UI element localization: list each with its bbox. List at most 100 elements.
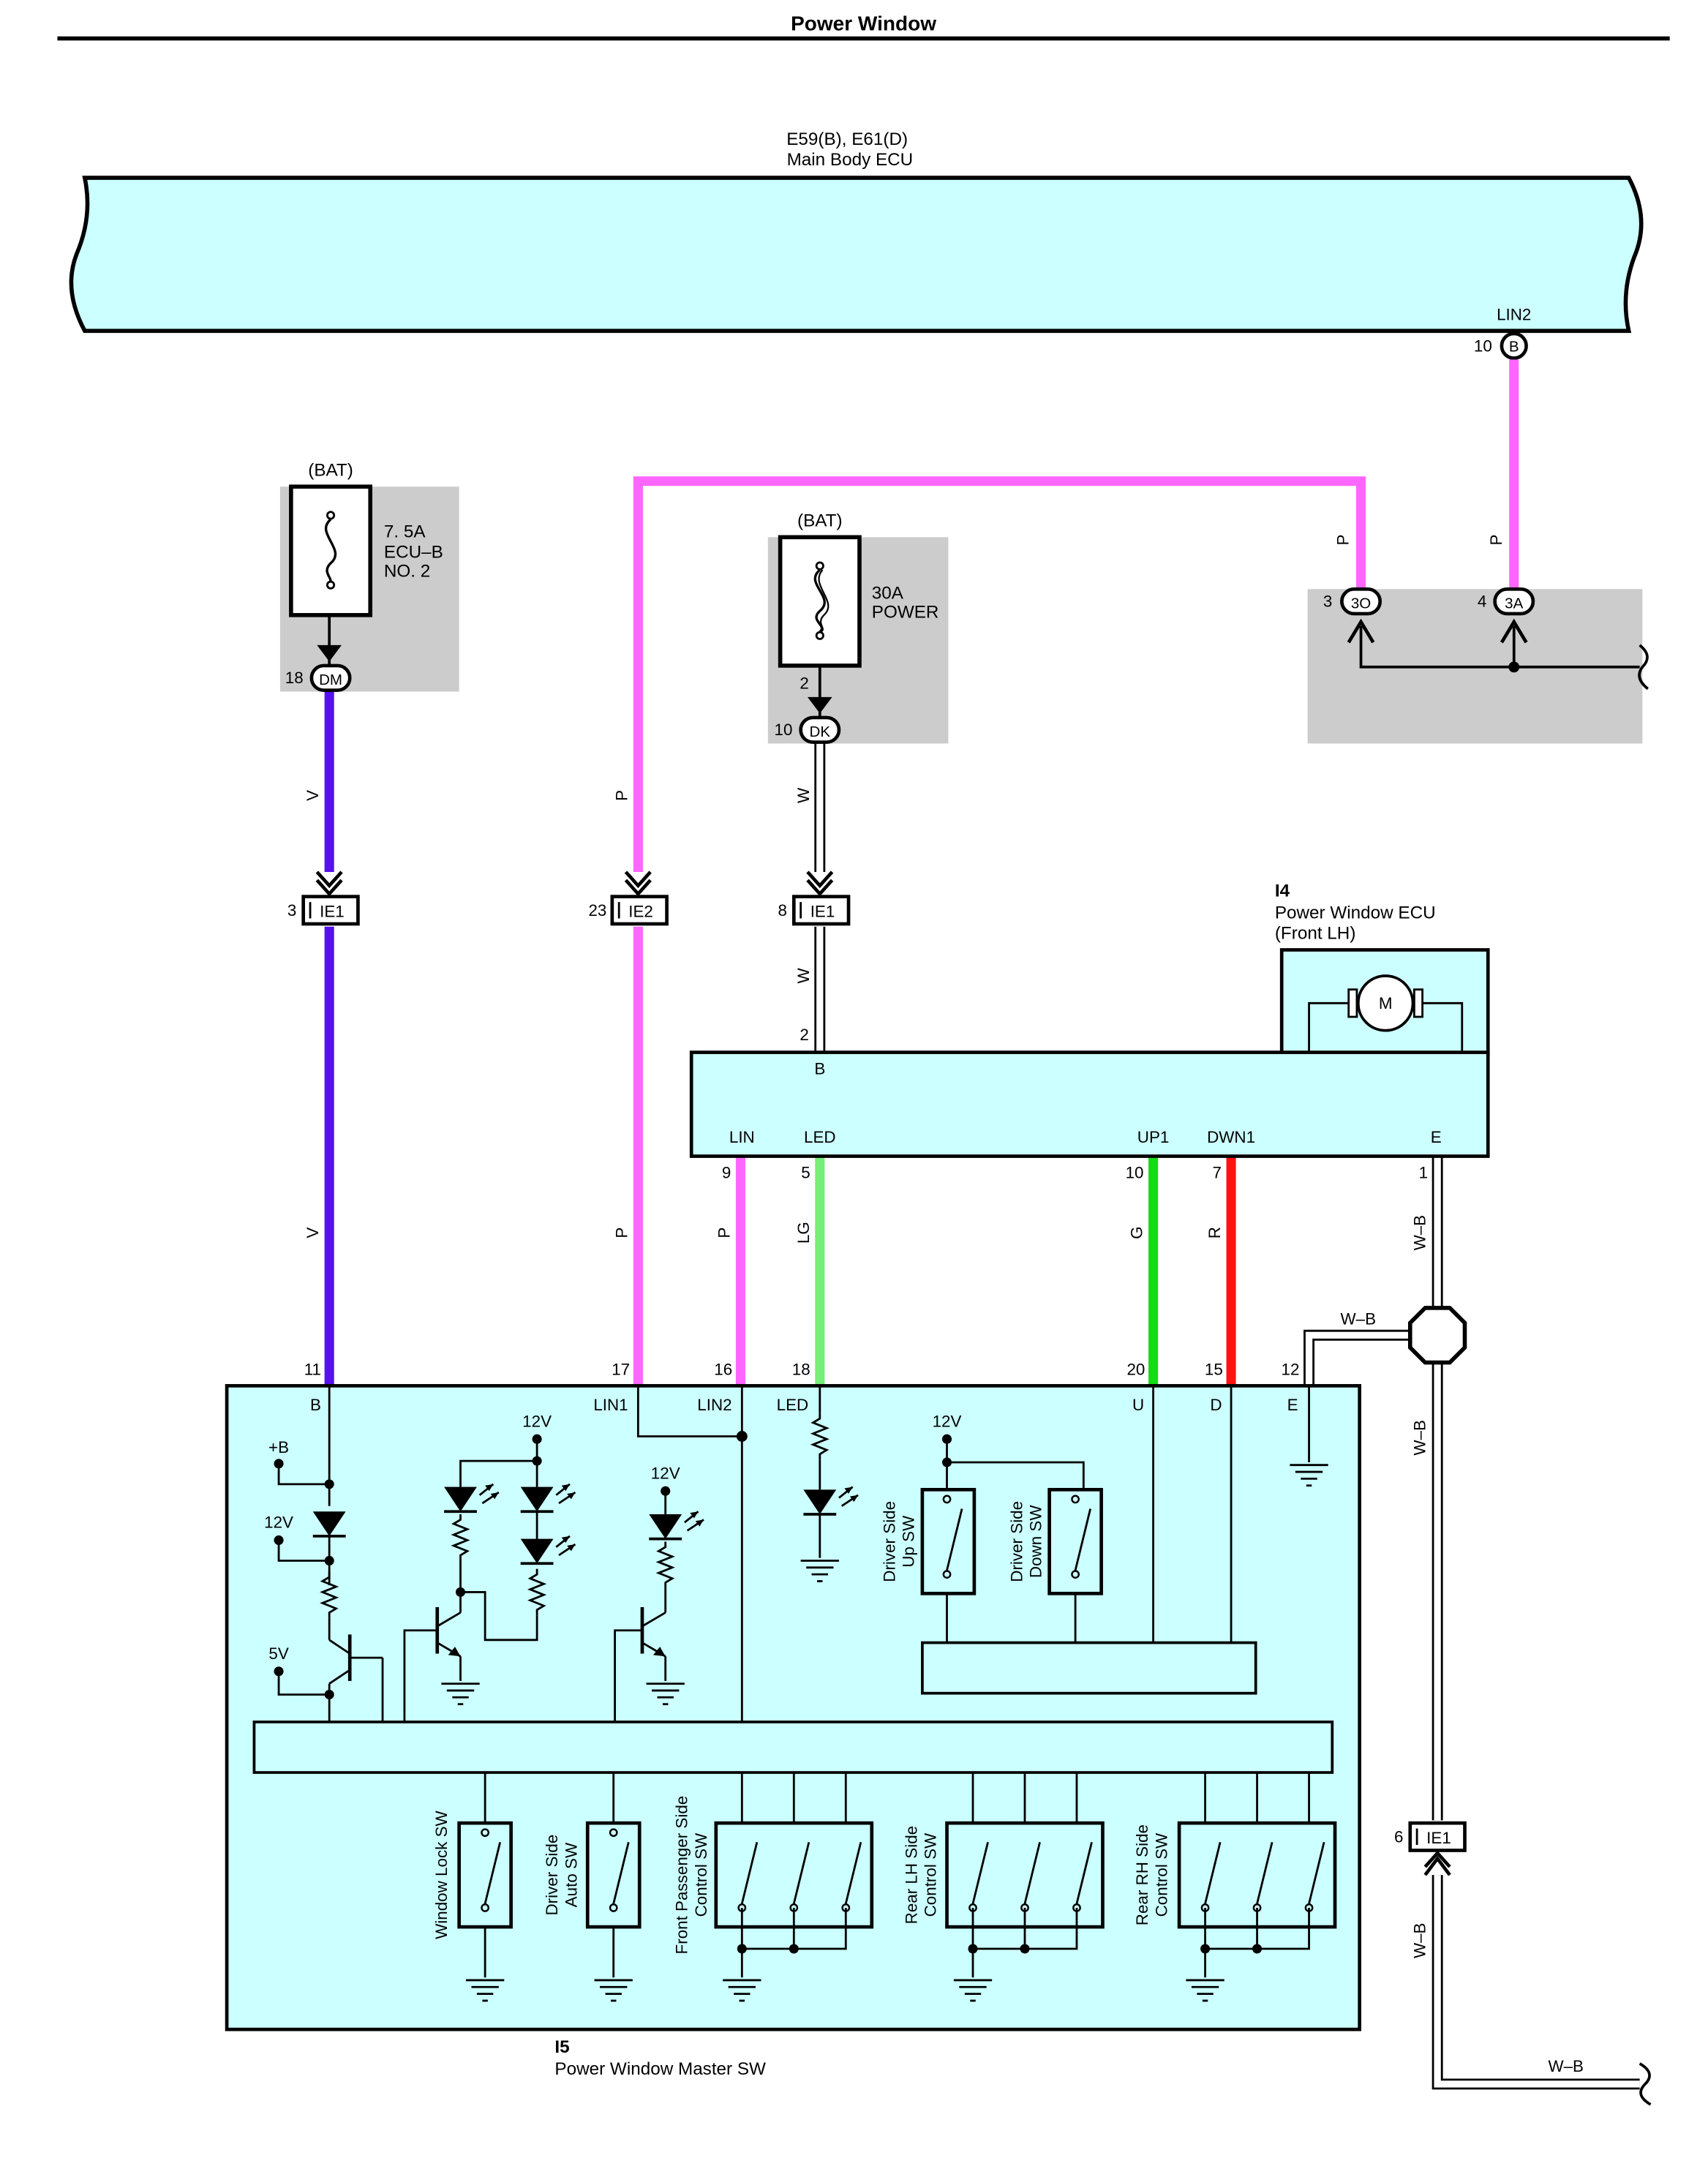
fuse-ecu-b-no2: (BAT) 7. 5A ECU–B NO. 2 DM 18 bbox=[279, 460, 459, 692]
ecu-front-lh-terminal-dwn1: DWN1 bbox=[1207, 1128, 1255, 1146]
main-ecu-code: E59(B), E61(D) bbox=[786, 129, 908, 149]
connector-3a bbox=[1493, 587, 1535, 616]
ie2-23-name: IE2 bbox=[628, 903, 653, 921]
wire-label-v-1: V bbox=[304, 790, 322, 801]
connector-3a-label: 3A bbox=[1505, 595, 1523, 612]
connector-3a-pin: 4 bbox=[1478, 593, 1486, 611]
ecu-front-lh-pin-10: 10 bbox=[1126, 1163, 1144, 1181]
cluster-top-line bbox=[459, 1459, 538, 1487]
connector-dm-pin: 18 bbox=[285, 669, 304, 687]
motor-icon bbox=[1356, 974, 1415, 1032]
wire-label-p-4: P bbox=[1334, 535, 1353, 546]
rrh-blade-2 bbox=[1256, 1841, 1274, 1904]
fp-blade-1 bbox=[740, 1841, 759, 1904]
fp-node-2 bbox=[789, 1944, 799, 1954]
connector-3a-arrow bbox=[1500, 618, 1528, 644]
driver-up-sw-label-2: Up SW bbox=[900, 1515, 918, 1568]
b-node-1 bbox=[324, 1479, 334, 1489]
main-ecu-connector-b bbox=[1500, 331, 1528, 360]
ecu-front-lh-code: I4 bbox=[1275, 881, 1290, 901]
ie1-3-pin: 3 bbox=[287, 901, 296, 920]
label-12v-b: 12V bbox=[264, 1514, 293, 1532]
wire-label-p-3: P bbox=[715, 1227, 734, 1238]
fuse-power-body bbox=[778, 535, 862, 668]
rear-lh-sw-group: Rear LH Side Control SW bbox=[902, 1772, 1105, 2002]
page-title: Power Window bbox=[791, 12, 936, 34]
lin-junction-node bbox=[736, 1431, 748, 1442]
main-ecu-connector-label: B bbox=[1509, 338, 1519, 355]
ecu-front-lh-terminal-led: LED bbox=[804, 1128, 836, 1146]
updown-node bbox=[941, 1457, 952, 1467]
wire-label-p-1: P bbox=[612, 790, 631, 801]
window-lock-sw bbox=[457, 1821, 513, 1929]
wire-label-p-5: P bbox=[1487, 535, 1505, 546]
plus-b-line bbox=[277, 1463, 330, 1486]
fuse-power-out-pin: 2 bbox=[800, 674, 808, 693]
wire-label-wb-5: W–B bbox=[1548, 2057, 1584, 2075]
fuse-power-terminal-top bbox=[815, 561, 824, 571]
driver-up-sw-label-1: Driver Side bbox=[881, 1501, 899, 1582]
label-plus-b: +B bbox=[268, 1438, 289, 1456]
inline-connector-ie2-23: IE2 23 bbox=[588, 872, 669, 926]
junction-bus bbox=[1359, 625, 1640, 669]
main-ecu-pin-10: 10 bbox=[1474, 337, 1492, 355]
rlh-blade-2 bbox=[1023, 1841, 1041, 1904]
master-sw-pin-20: 20 bbox=[1126, 1360, 1145, 1378]
updown-supply-branch bbox=[947, 1461, 1085, 1490]
b-node-3 bbox=[324, 1689, 334, 1700]
master-sw-terminal-lin2: LIN2 bbox=[697, 1396, 731, 1414]
wire-wb-bottom-outline bbox=[1432, 1875, 1640, 2090]
inline-connector-ie1-6: IE1 6 bbox=[1394, 1821, 1467, 1876]
driver-down-sw-terminal-bottom bbox=[1071, 1570, 1080, 1579]
fuse-ecu-b-name-2: NO. 2 bbox=[384, 562, 430, 582]
window-lock-sw-blade bbox=[484, 1841, 502, 1904]
wire-label-v-2: V bbox=[304, 1227, 322, 1238]
junction-break bbox=[1638, 644, 1649, 691]
driver-down-sw-terminal-top bbox=[1071, 1495, 1080, 1504]
wire-p-loop bbox=[633, 476, 1366, 872]
driver-up-sw-terminal-bottom bbox=[942, 1570, 952, 1579]
driver-auto-sw-terminal-top bbox=[609, 1828, 618, 1838]
rear-lh-sw-label-2: Control SW bbox=[922, 1832, 940, 1917]
driver-up-sw-terminal-top bbox=[942, 1495, 952, 1504]
ecu-front-lh-pin-2: 2 bbox=[800, 1026, 808, 1044]
driver-auto-sw-label-1: Driver Side bbox=[543, 1835, 561, 1916]
rear-rh-sw-group: Rear RH Side Control SW bbox=[1133, 1772, 1337, 2002]
ie1-8-pin: 8 bbox=[778, 901, 786, 920]
driver-down-sw-label-2: Down SW bbox=[1026, 1505, 1045, 1578]
v12-b-line bbox=[277, 1540, 330, 1562]
b-node-2 bbox=[324, 1555, 334, 1566]
master-sw-terminal-d: D bbox=[1210, 1396, 1222, 1414]
wire-label-wb-4: W–B bbox=[1341, 1309, 1377, 1328]
tr3-collector bbox=[642, 1612, 666, 1628]
ecu-front-lh-name-2: (Front LH) bbox=[1275, 924, 1356, 944]
ecu-front-lh-terminal-up1: UP1 bbox=[1137, 1128, 1170, 1146]
master-sw-terminal-u: U bbox=[1132, 1396, 1144, 1414]
connector-3o-label: 3O bbox=[1351, 595, 1371, 612]
power-window-master-sw: I5 Power Window Master SW 11 17 16 18 20… bbox=[225, 1360, 1361, 2079]
ie1-8-body bbox=[791, 895, 851, 926]
window-lock-sw-terminal-top bbox=[481, 1828, 490, 1838]
master-sw-pin-17: 17 bbox=[612, 1360, 630, 1378]
wire-label-lg: LG bbox=[794, 1222, 813, 1244]
inline-connector-ie1-3: IE1 3 bbox=[287, 872, 360, 926]
tr2-collector bbox=[437, 1612, 462, 1628]
rear-rh-sw-label-2: Control SW bbox=[1152, 1832, 1170, 1917]
fuse-ecu-b-terminal-top bbox=[326, 511, 336, 520]
cluster-node bbox=[532, 1456, 542, 1466]
ie1-6-name: IE1 bbox=[1426, 1829, 1451, 1847]
fuse-power-supply: (BAT) bbox=[797, 511, 843, 530]
driver-down-sw-label-1: Driver Side bbox=[1007, 1501, 1026, 1582]
wire-wb-branch bbox=[1305, 1331, 1410, 1386]
ie1-6-pin: 6 bbox=[1394, 1827, 1403, 1846]
ecu-front-lh-body bbox=[689, 1050, 1490, 1158]
ie1-6-arrow-b bbox=[1423, 1850, 1451, 1868]
main-ecu-name: Main Body ECU bbox=[787, 150, 914, 170]
driver-auto-sw-terminal-bottom bbox=[609, 1903, 618, 1912]
driver-down-sw bbox=[1047, 1487, 1103, 1595]
fp-blade-3 bbox=[844, 1841, 862, 1904]
ie1-3-body bbox=[301, 895, 360, 926]
ecu-front-lh-terminal-b: B bbox=[814, 1059, 825, 1078]
v5-dot bbox=[274, 1666, 284, 1677]
